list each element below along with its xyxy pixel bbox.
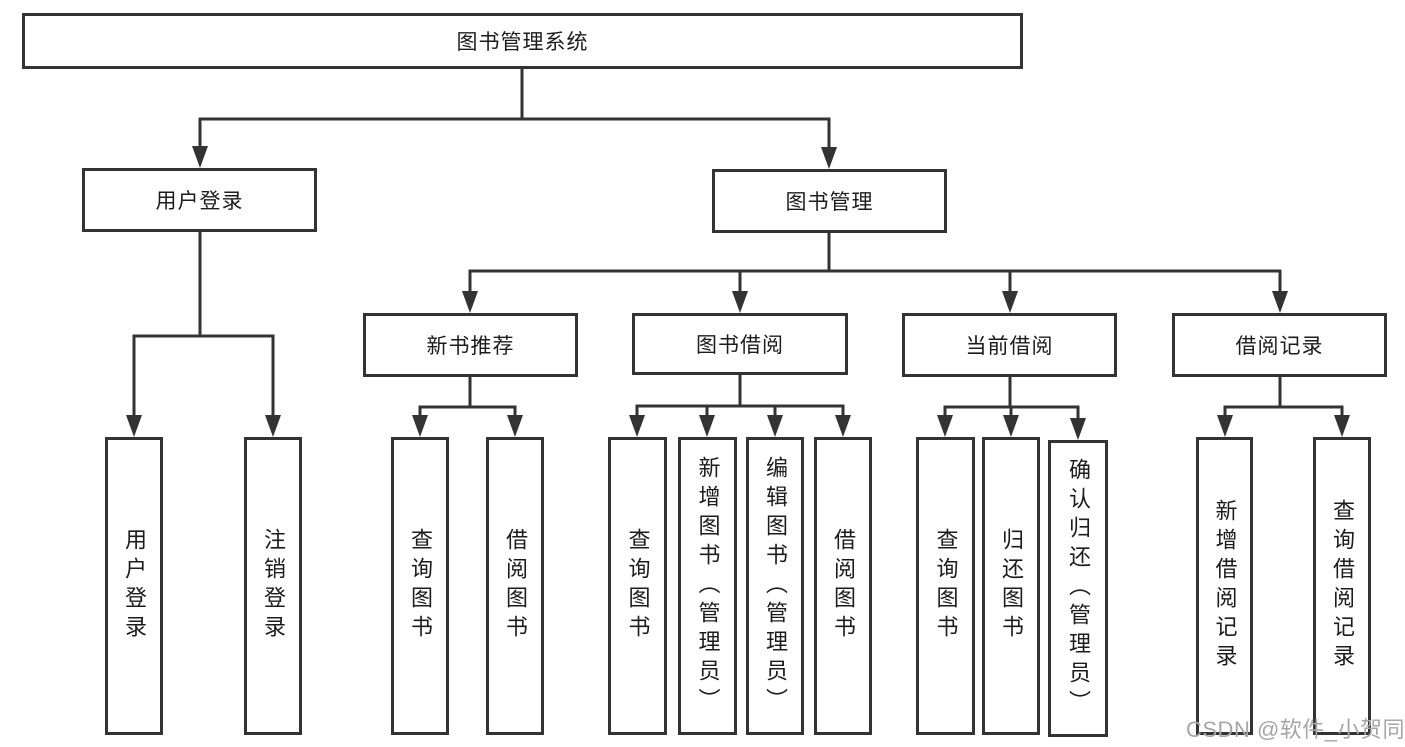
connector-user-login-left — [132, 232, 202, 415]
node-leaf-logout: 注销登录 — [244, 437, 302, 735]
node-leaf-confirm-return-admin: 确认归还（管理员） — [1048, 440, 1108, 737]
connector-borrow-record-right — [1280, 405, 1344, 415]
node-leaf-add-book-admin-label: 新增图书（管理员） — [695, 455, 721, 717]
node-leaf-confirm-return-admin-label: 确认归还（管理员） — [1066, 458, 1091, 719]
node-user-login: 用户登录 — [82, 168, 317, 232]
node-leaf-borrow-book-2: 借阅图书 — [814, 437, 872, 735]
connector-book-mgmt-right — [829, 269, 1282, 291]
node-leaf-borrow-book-1: 借阅图书 — [486, 437, 544, 735]
arrowhead — [1272, 291, 1288, 313]
node-new-book-recommend-label: 新书推荐 — [426, 335, 515, 358]
node-system-root-label: 图书管理系统 — [456, 31, 589, 54]
arrowhead — [629, 415, 645, 437]
connector-root-to-user-login — [198, 69, 524, 146]
arrowhead — [1217, 415, 1233, 437]
arrowhead — [1334, 415, 1350, 437]
arrowhead — [462, 291, 478, 313]
connector-borrow-record-left — [1223, 377, 1282, 415]
node-borrow-record: 借阅记录 — [1172, 313, 1387, 377]
connector-book-mgmt-left — [468, 233, 831, 291]
connector-current-borrow-left — [943, 377, 1012, 415]
node-leaf-logout-label: 注销登录 — [261, 528, 286, 644]
node-leaf-user-login-label: 用户登录 — [122, 528, 147, 644]
node-book-mgmt: 图书管理 — [712, 169, 947, 233]
node-borrow-record-label: 借阅记录 — [1235, 335, 1324, 358]
node-leaf-add-borrow-record: 新增借阅记录 — [1196, 437, 1253, 735]
node-leaf-borrow-book-1-label: 借阅图书 — [503, 528, 528, 644]
node-book-borrow: 图书借阅 — [632, 313, 848, 375]
node-leaf-query-borrow-record-label: 查询借阅记录 — [1330, 499, 1355, 673]
connector-new-book-right — [470, 405, 517, 415]
connector-new-book-left — [418, 377, 472, 415]
arrowhead — [699, 415, 715, 437]
node-leaf-add-borrow-record-label: 新增借阅记录 — [1212, 499, 1238, 673]
arrowhead — [412, 415, 428, 437]
node-user-login-label: 用户登录 — [155, 190, 244, 213]
arrowhead — [1003, 415, 1019, 437]
arrowhead — [126, 415, 142, 437]
node-leaf-query-borrow-record: 查询借阅记录 — [1313, 437, 1371, 735]
connector-book-borrow-right — [740, 404, 845, 415]
arrowhead — [192, 146, 208, 168]
connector-book-borrow-left — [635, 375, 742, 415]
arrowhead — [732, 291, 748, 313]
node-current-borrow-label: 当前借阅 — [965, 335, 1054, 358]
connector-user-login-right — [200, 334, 275, 415]
arrowhead — [1002, 291, 1018, 313]
arrowhead — [937, 415, 953, 437]
node-leaf-query-book-3: 查询图书 — [916, 437, 975, 735]
arrowhead — [265, 415, 281, 437]
node-leaf-query-book-3-label: 查询图书 — [933, 528, 959, 644]
node-leaf-edit-book-admin-label: 编辑图书（管理员） — [763, 455, 788, 717]
node-leaf-return-book-label: 归还图书 — [999, 528, 1024, 644]
node-leaf-query-book-2-label: 查询图书 — [625, 528, 651, 644]
arrowhead — [835, 415, 851, 437]
node-leaf-query-book-1: 查询图书 — [391, 437, 449, 735]
node-system-root: 图书管理系统 — [22, 13, 1023, 69]
node-leaf-edit-book-admin: 编辑图书（管理员） — [746, 437, 804, 735]
arrowhead — [1070, 418, 1086, 440]
arrowhead — [767, 415, 783, 437]
arrowhead — [507, 415, 523, 437]
watermark: CSDN @软件_小贺同学 — [1186, 717, 1405, 742]
node-leaf-add-book-admin: 新增图书（管理员） — [678, 437, 737, 735]
connector-root-to-book-mgmt — [522, 117, 831, 147]
connector-current-borrow-right — [1010, 405, 1080, 418]
node-new-book-recommend: 新书推荐 — [363, 313, 578, 377]
node-leaf-user-login: 用户登录 — [105, 437, 163, 735]
node-current-borrow: 当前借阅 — [902, 313, 1117, 377]
node-leaf-return-book: 归还图书 — [982, 437, 1040, 735]
node-book-borrow-label: 图书借阅 — [696, 334, 784, 357]
node-leaf-query-book-2: 查询图书 — [608, 437, 667, 735]
node-leaf-query-book-1-label: 查询图书 — [408, 528, 433, 644]
arrowheads — [126, 146, 1350, 440]
arrowhead — [821, 147, 837, 169]
node-book-mgmt-label: 图书管理 — [785, 191, 874, 214]
node-leaf-borrow-book-2-label: 借阅图书 — [831, 528, 856, 644]
